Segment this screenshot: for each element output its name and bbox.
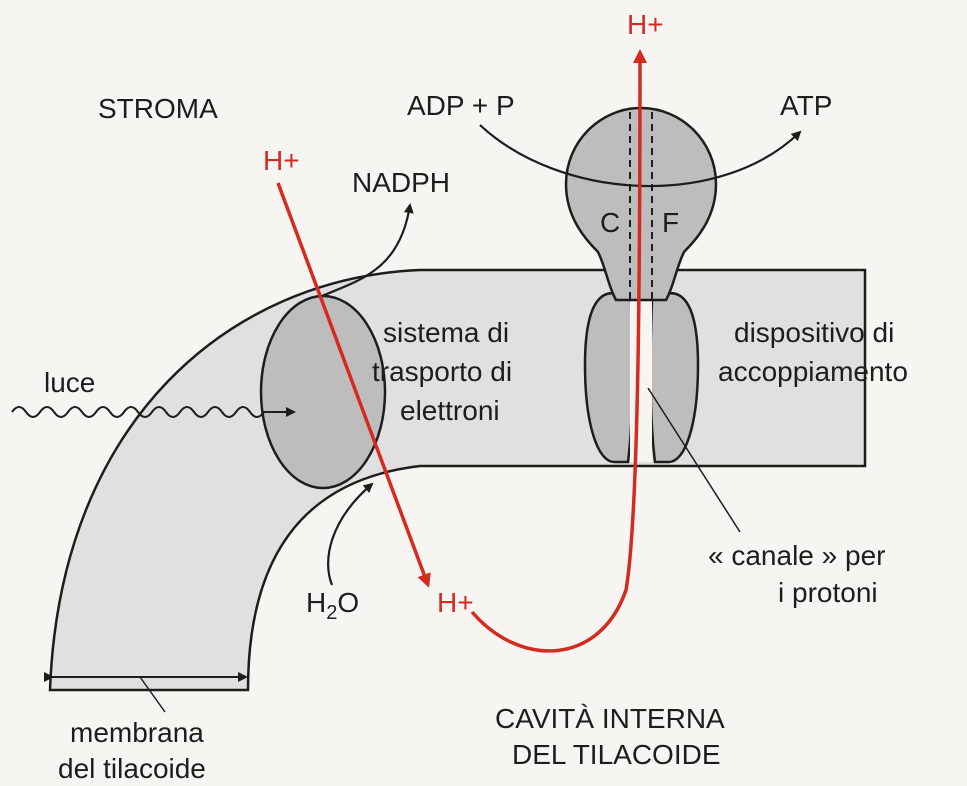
inner-cavity-label-2: DEL TILACOIDE: [512, 739, 721, 770]
light-label: luce: [44, 367, 95, 398]
electron-transport-label-2: trasporto di: [372, 356, 512, 387]
adp-p-label: ADP + P: [407, 90, 515, 121]
h-plus-top-label: H+: [627, 9, 664, 40]
h-plus-left-label: H+: [263, 145, 300, 176]
electron-transport-label-3: elettroni: [400, 395, 500, 426]
coupling-device-label-2: accoppiamento: [718, 356, 908, 387]
electron-transport-label-1: sistema di: [383, 317, 509, 348]
proton-channel-label-1: « canale » per: [708, 540, 885, 571]
water-label: H2O: [306, 587, 359, 624]
coupling-device-label-1: dispositivo di: [734, 317, 894, 348]
h-plus-bottom-label: H+: [437, 587, 474, 618]
h2o-arrow: [328, 484, 372, 585]
electron-transport-complex: [261, 296, 385, 488]
c-label: C: [600, 207, 620, 238]
nadph-label: NADPH: [352, 167, 450, 198]
membrane-label-1: membrana: [70, 717, 204, 748]
proton-channel-label-2: i protoni: [778, 577, 878, 608]
stroma-label: STROMA: [98, 93, 218, 124]
proton-channel: [630, 300, 652, 462]
membrane-label-2: del tilacoide: [58, 753, 206, 784]
atp-label: ATP: [780, 90, 832, 121]
inner-cavity-label-1: CAVITÀ INTERNA: [495, 703, 725, 734]
f-label: F: [662, 207, 679, 238]
